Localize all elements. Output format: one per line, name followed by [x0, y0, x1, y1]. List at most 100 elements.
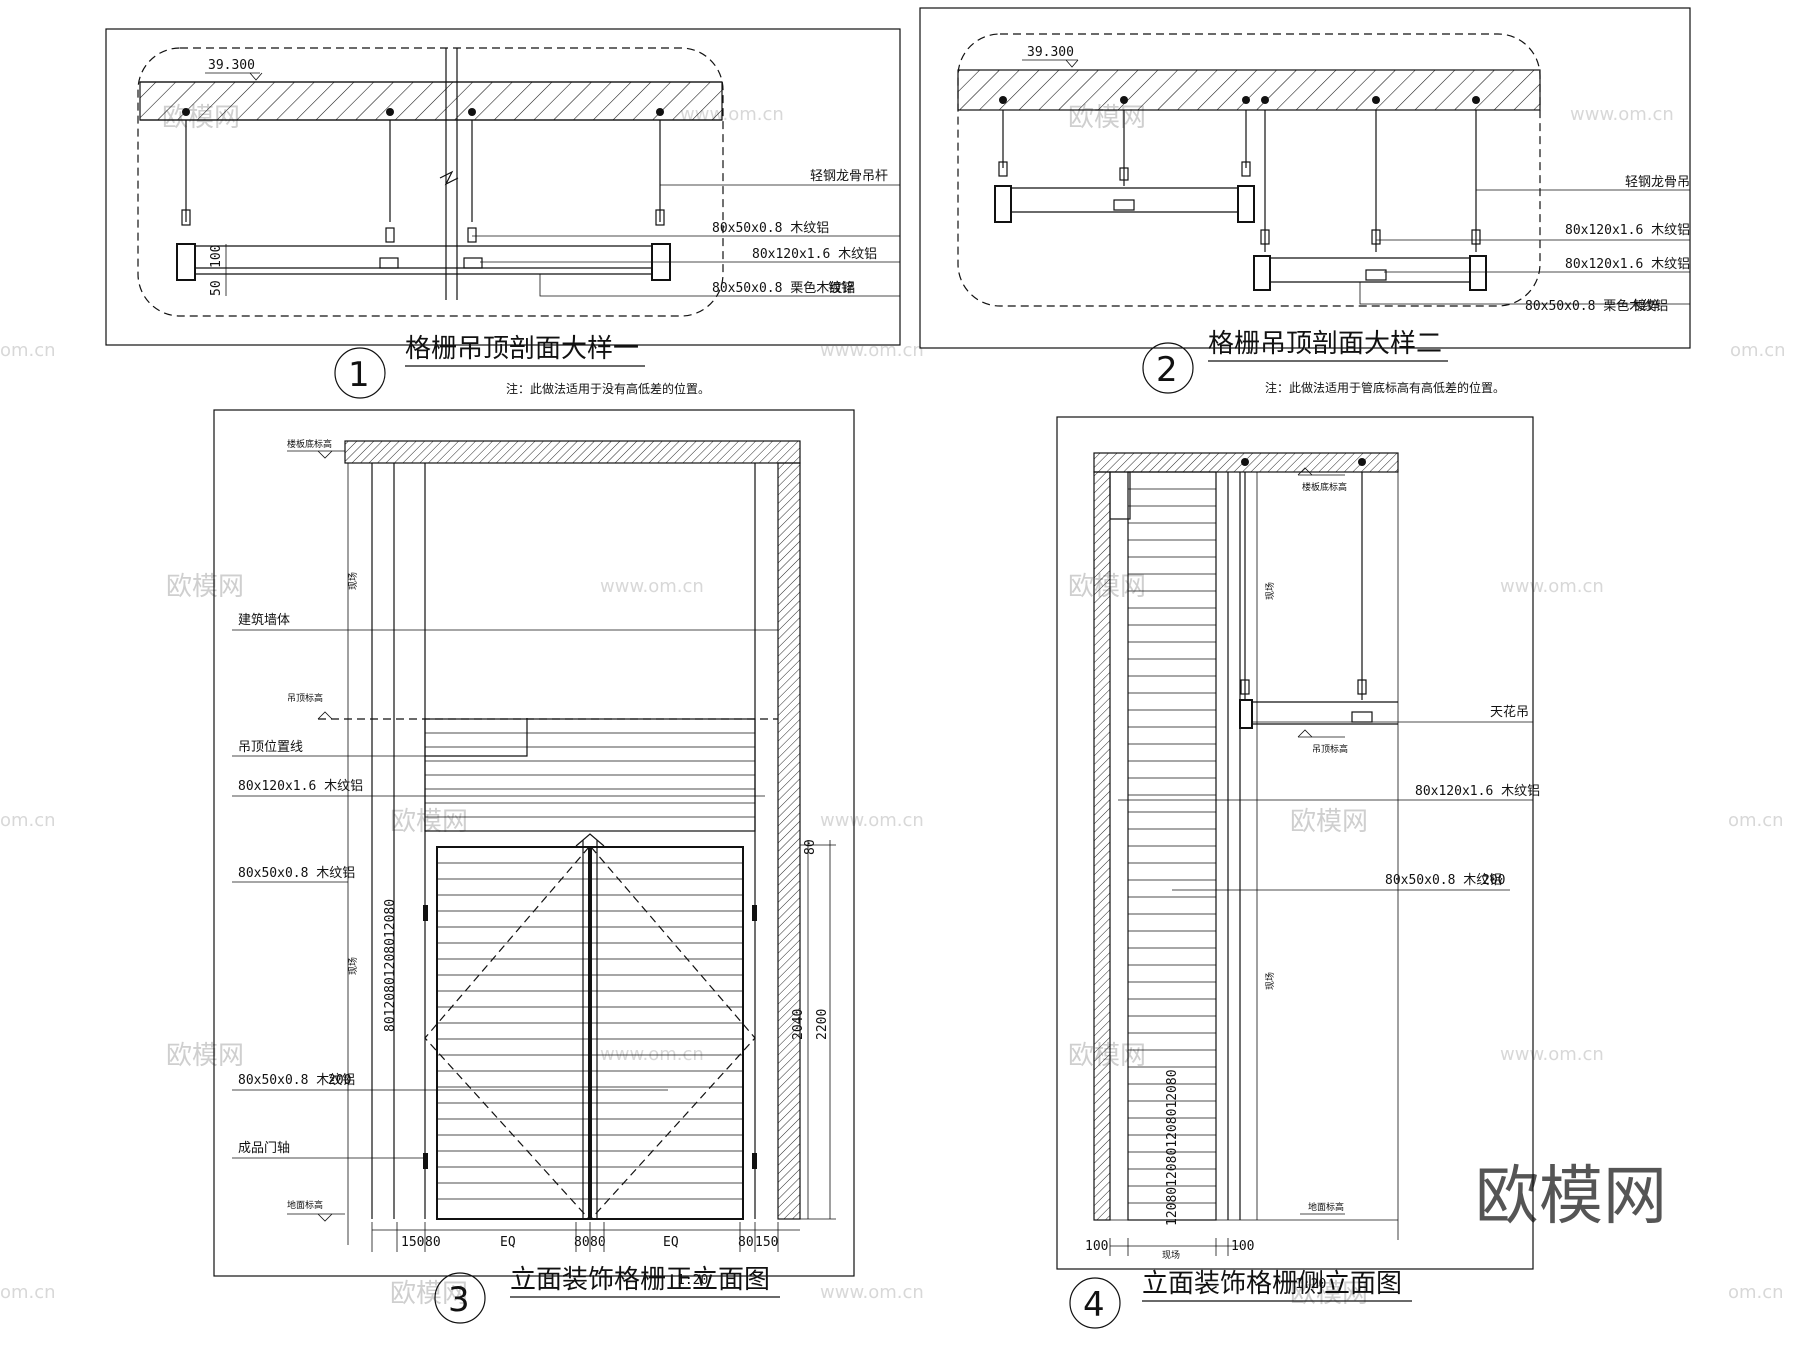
building-wall — [1093, 471, 1111, 1221]
callout-label: 天花吊 — [1490, 704, 1529, 720]
section-detail-1: 39.300 100 50 轻钢龙骨吊杆 8 — [105, 28, 901, 399]
concrete-slab — [139, 81, 723, 121]
watermark-url: www.om.cn — [820, 1282, 924, 1303]
dimension: 100 — [1085, 1239, 1108, 1254]
watermark-url: om.cn — [0, 1282, 56, 1303]
level-label: 吊顶标高 — [287, 692, 323, 704]
grille-slat-column — [1127, 471, 1217, 1221]
level-label: 地面标高 — [1308, 1201, 1344, 1213]
callout-label: 吊顶位置线 — [238, 740, 303, 755]
callout-label: 80x50x0.8 栗色木纹铝 — [1525, 298, 1668, 314]
callout-label: 80x50x0.8 木纹铝 — [1385, 873, 1502, 888]
drawing-title: 格栅吊顶剖面大样一 — [405, 334, 639, 364]
callout-label: 轻钢龙骨吊 — [1625, 175, 1690, 190]
site-verify-tag: 现场 — [1265, 972, 1276, 990]
detail-boundary — [137, 47, 724, 317]
side-elevation-4: 现场 现场 楼板底标高 吊顶标高 地面标高 天花吊 80x120x1.6 木纹铝… — [1056, 416, 1540, 1329]
dimension: 现场 — [1162, 1250, 1180, 1261]
dimension: 100 — [1231, 1239, 1254, 1254]
section-detail-2: 39.300 轻钢龙骨吊 80x120x1.6 木纹铝 80 — [919, 7, 1691, 395]
watermark-url: om.cn — [1730, 340, 1786, 361]
callout-label: 80x50x0.8 木纹铝 — [712, 221, 829, 236]
watermark-url: www.om.cn — [1500, 576, 1604, 597]
watermark-logo: 欧模网 — [1290, 1279, 1368, 1309]
callout-label-overlap: 200 — [328, 1073, 351, 1088]
drawing-frame — [919, 7, 1691, 349]
watermark-url: om.cn — [1728, 810, 1784, 831]
callout-label: 建筑墙体 — [238, 612, 290, 628]
callout-label-overlap: 镀锌 — [1633, 298, 1659, 314]
site-verify-tag: 现场 — [348, 572, 359, 590]
elevation-label: 39.300 — [1027, 45, 1074, 60]
drawing-number: 2 — [1156, 350, 1178, 390]
watermark-logo: 欧模网 — [166, 1041, 244, 1071]
dimension: 2200 — [815, 1009, 830, 1040]
level-label: 楼板底标高 — [287, 438, 332, 450]
dimension: 80 — [574, 1235, 590, 1250]
grille-end-profile — [176, 243, 196, 281]
watermark-logo: 欧模网 — [1290, 807, 1368, 837]
building-wall — [777, 462, 801, 1220]
fixed-grille-slats — [424, 718, 756, 832]
watermark-url: om.cn — [0, 340, 56, 361]
front-elevation-3: 现场 现场 楼板底标高 吊顶标高 地面标高 — [213, 409, 855, 1324]
drawing-number: 3 — [448, 1280, 470, 1320]
callout-label-overlap: 200 — [1482, 873, 1505, 888]
callout-label: 80x120x1.6 木纹铝 — [1565, 257, 1690, 272]
watermark-url: www.om.cn — [820, 810, 924, 831]
dimension: 100 — [209, 245, 224, 268]
watermark-url: www.om.cn — [820, 340, 924, 361]
watermark-url: www.om.cn — [1500, 1044, 1604, 1065]
door-hinge — [423, 1153, 428, 1169]
level-label: 地面标高 — [287, 1199, 323, 1211]
dimension: EQ — [663, 1235, 679, 1250]
watermark-logo: 欧模网 — [390, 1279, 468, 1309]
drawing-scale: 1:20 — [1295, 1277, 1326, 1292]
watermark-url: www.om.cn — [600, 1044, 704, 1065]
drawing-number: 1 — [348, 355, 370, 395]
drawing-title: 格栅吊顶剖面大样二 — [1208, 329, 1442, 359]
stack-dimension: 12080120801208012080 — [1165, 1069, 1180, 1226]
dimension: 2040 — [791, 1009, 806, 1040]
dimension: 80 — [803, 839, 818, 855]
callout-label: 80x120x1.6 木纹铝 — [1415, 784, 1540, 799]
concrete-slab — [957, 69, 1541, 111]
drawing-frame — [213, 409, 855, 1277]
drawing-scale: 1:20 — [677, 1273, 708, 1288]
hanger-rods — [181, 108, 665, 243]
drawing-title: 立面装饰格栅正立面图 — [510, 1265, 770, 1295]
callout-label: 轻钢龙骨吊杆 — [810, 169, 888, 184]
callout-label: 80x120x1.6 木纹铝 — [238, 779, 363, 794]
watermark-url: om.cn — [1728, 1282, 1784, 1303]
door-hinge — [423, 905, 428, 921]
watermark-logo: 欧模网 — [390, 807, 468, 837]
hanger-rods — [998, 96, 1481, 252]
callout-label: 成品门轴 — [238, 1141, 290, 1156]
drawing-title: 立面装饰格栅侧立面图 — [1142, 1269, 1402, 1299]
watermark-logo: 欧模网 — [166, 572, 244, 602]
watermark-url: www.om.cn — [1570, 104, 1674, 125]
level-label: 吊顶标高 — [1312, 743, 1348, 755]
door-leaves — [424, 833, 756, 1220]
dimension: 80 — [590, 1235, 606, 1250]
callout-label-overlap: 镀锌 — [828, 280, 854, 296]
callout-label: 80x120x1.6 木纹铝 — [752, 247, 877, 262]
door-hinge — [752, 905, 757, 921]
brand-watermark: 欧模网 — [1475, 1160, 1667, 1234]
level-label: 楼板底标高 — [1302, 481, 1347, 493]
site-verify-tag: 现场 — [1265, 582, 1276, 600]
dimension: 150 — [401, 1235, 424, 1250]
callout-label: 80x50x0.8 木纹铝 — [238, 866, 355, 881]
dimension: 150 — [755, 1235, 778, 1250]
ceiling-slab — [344, 440, 801, 464]
drawing-note: 注：此做法适用于没有高低差的位置。 — [506, 381, 710, 396]
dimension: 80 — [738, 1235, 754, 1250]
drawing-frame — [105, 28, 901, 346]
detail-boundary — [957, 33, 1541, 307]
door-hinge — [752, 1153, 757, 1169]
stack-dimension: 80120801208012080 — [383, 899, 398, 1032]
callout-label: 80x50x0.8 木纹铝 — [238, 1073, 355, 1088]
watermark-url: om.cn — [0, 810, 56, 831]
callout-label: 80x50x0.8 栗色木纹铝 — [712, 280, 855, 296]
